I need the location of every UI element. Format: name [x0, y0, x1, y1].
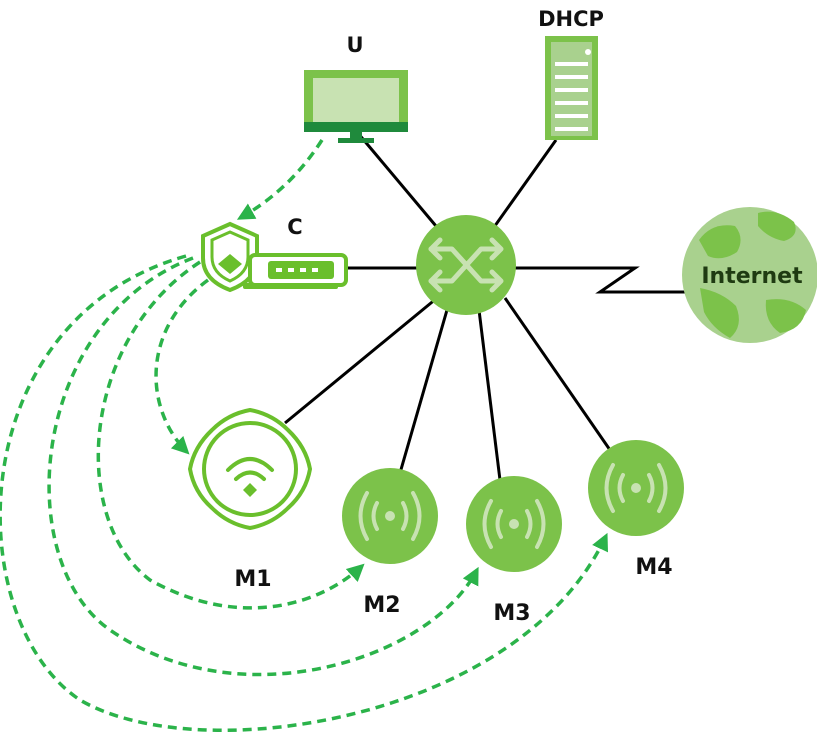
arrow-user-to-controller: [236, 139, 324, 220]
m2-label: M2: [363, 593, 400, 618]
user-monitor[interactable]: U: [304, 33, 408, 143]
wireless-signal-icon: [358, 491, 422, 541]
monitor-icon: [304, 70, 408, 143]
m4-label: M4: [635, 555, 672, 580]
link-switch-m4: [503, 297, 612, 451]
link-switch-m1: [284, 296, 438, 425]
controller-label: C: [287, 215, 302, 239]
m1-access-point[interactable]: M1: [187, 407, 313, 592]
link-switch-m3: [477, 309, 502, 481]
link-switch-dhcp: [490, 139, 558, 231]
dhcp-label: DHCP: [538, 7, 604, 31]
wireless-signal-icon: [604, 463, 668, 513]
m3-label: M3: [493, 601, 530, 626]
m3-device[interactable]: M3: [466, 476, 562, 626]
wireless-signal-icon: [482, 499, 546, 549]
arrow-controller-to-m1: [154, 278, 210, 455]
link-switch-internet: [515, 266, 685, 294]
switch-icon: [428, 237, 504, 293]
globe-icon: [682, 207, 817, 343]
user-label: U: [346, 33, 363, 57]
server-icon: [545, 36, 598, 140]
m2-device[interactable]: M2: [342, 468, 438, 618]
arrow-controller-to-m3: [47, 256, 479, 677]
arrow-controller-to-m2: [96, 260, 365, 610]
link-switch-m2: [398, 309, 449, 474]
link-switch-user: [355, 131, 443, 233]
shield-gateway-icon: [201, 221, 348, 293]
network-links: [284, 131, 685, 481]
m4-device[interactable]: M4: [588, 440, 684, 580]
dhcp-server[interactable]: DHCP: [538, 7, 604, 140]
arrow-controller-to-m4: [0, 254, 608, 732]
m1-label: M1: [234, 567, 271, 592]
internet-label: Internet: [701, 264, 803, 289]
internet[interactable]: Internet: [682, 207, 817, 343]
switch[interactable]: [416, 215, 516, 315]
management-arrows: [0, 139, 608, 732]
wifi-access-point-icon: [187, 407, 313, 531]
controller[interactable]: C: [201, 215, 348, 293]
